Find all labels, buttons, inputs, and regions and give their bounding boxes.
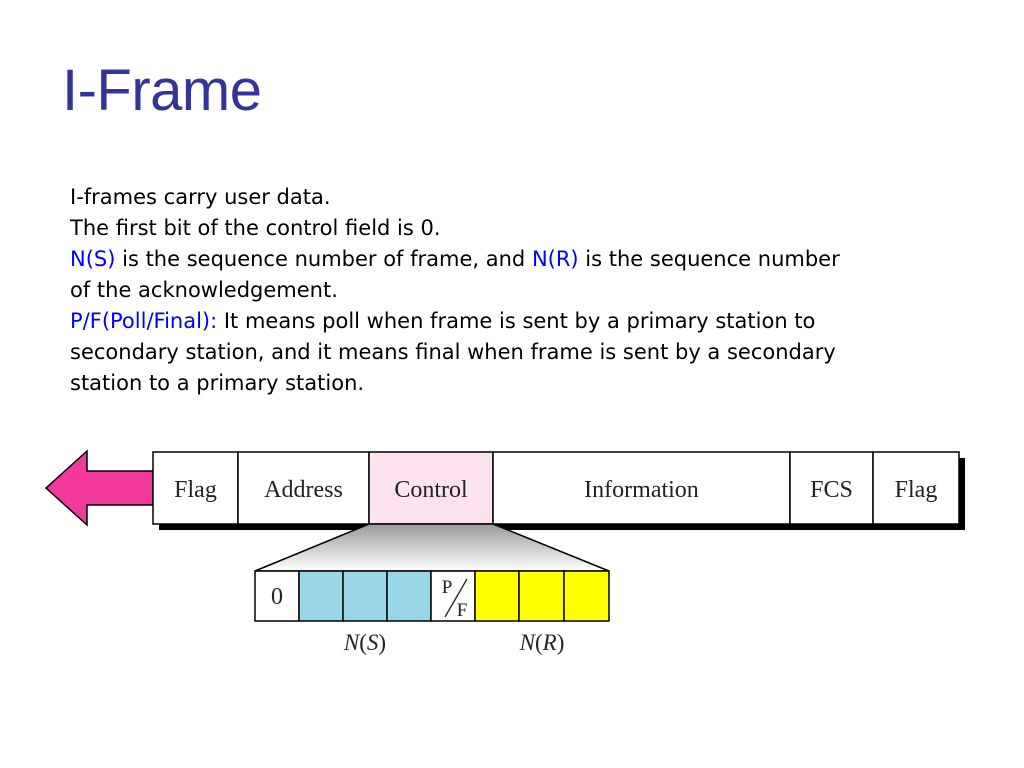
text-line-3-mid: is the sequence number of frame, and bbox=[115, 247, 532, 271]
field-flag-start bbox=[152, 451, 239, 525]
description: I-frames carry user data. The first bit … bbox=[70, 182, 970, 399]
bit-zero bbox=[254, 570, 300, 622]
field-label-control: Control bbox=[394, 477, 468, 503]
page-title: I-Frame bbox=[62, 58, 262, 123]
text-line-5-rest: It means poll when frame is sent by a pr… bbox=[217, 309, 816, 333]
nr-label-open: ( bbox=[535, 630, 543, 655]
nr-term: N(R) bbox=[531, 247, 579, 271]
ns-label-s: S bbox=[367, 630, 379, 655]
ns-label: N(S) bbox=[343, 630, 386, 655]
ns-term: N(S) bbox=[70, 247, 116, 271]
bit-ns-1 bbox=[298, 570, 344, 622]
field-fcs bbox=[789, 451, 874, 525]
bit-nr-2 bbox=[518, 570, 565, 622]
nr-label-n: N bbox=[519, 630, 537, 655]
text-line-6: secondary station, and it means final wh… bbox=[70, 340, 836, 364]
ns-label-n: N bbox=[343, 630, 361, 655]
bit-nr-1 bbox=[474, 570, 520, 622]
control-bits: 0 P F bbox=[254, 570, 610, 622]
text-line-4: of the acknowledgement. bbox=[70, 278, 338, 302]
field-label-fcs: FCS bbox=[810, 477, 853, 503]
bit-zero-label: 0 bbox=[271, 584, 283, 610]
field-label-flag-end: Flag bbox=[895, 477, 938, 503]
ns-label-open: ( bbox=[359, 630, 367, 655]
text-line-1: I-frames carry user data. bbox=[70, 185, 331, 209]
text-line-2: The first bit of the control field is 0. bbox=[70, 216, 441, 240]
ns-label-close: ) bbox=[378, 630, 386, 655]
field-flag-end bbox=[872, 451, 960, 525]
frame-fields: Flag Address Control Information FCS Fla… bbox=[152, 451, 960, 525]
bit-ns-2 bbox=[342, 570, 388, 622]
pf-term: P/F(Poll/Final): bbox=[70, 309, 218, 333]
text-line-5: P/F(Poll/Final): It means poll when fram… bbox=[70, 306, 970, 337]
bit-pf-p-label: P bbox=[442, 577, 453, 598]
bit-nr-3 bbox=[563, 570, 610, 622]
nr-label-close: ) bbox=[557, 630, 565, 655]
field-control bbox=[368, 451, 494, 525]
text-line-3: N(S) is the sequence number of frame, an… bbox=[70, 244, 970, 275]
nr-label-r: R bbox=[542, 630, 557, 655]
field-information bbox=[492, 451, 791, 525]
field-label-flag-start: Flag bbox=[174, 477, 217, 503]
bit-ns-3 bbox=[386, 570, 432, 622]
bit-pf-f-label: F bbox=[457, 600, 468, 621]
field-label-address: Address bbox=[264, 477, 343, 503]
control-expansion-funnel bbox=[254, 523, 610, 572]
text-line-7: station to a primary station. bbox=[70, 371, 365, 395]
nr-label: N(R) bbox=[519, 630, 565, 655]
direction-arrow-icon bbox=[44, 449, 154, 527]
text-line-3-end: is the sequence number bbox=[578, 247, 840, 271]
bit-pf-slash bbox=[444, 578, 468, 618]
bit-pf bbox=[430, 570, 476, 622]
field-label-information: Information bbox=[584, 477, 699, 503]
